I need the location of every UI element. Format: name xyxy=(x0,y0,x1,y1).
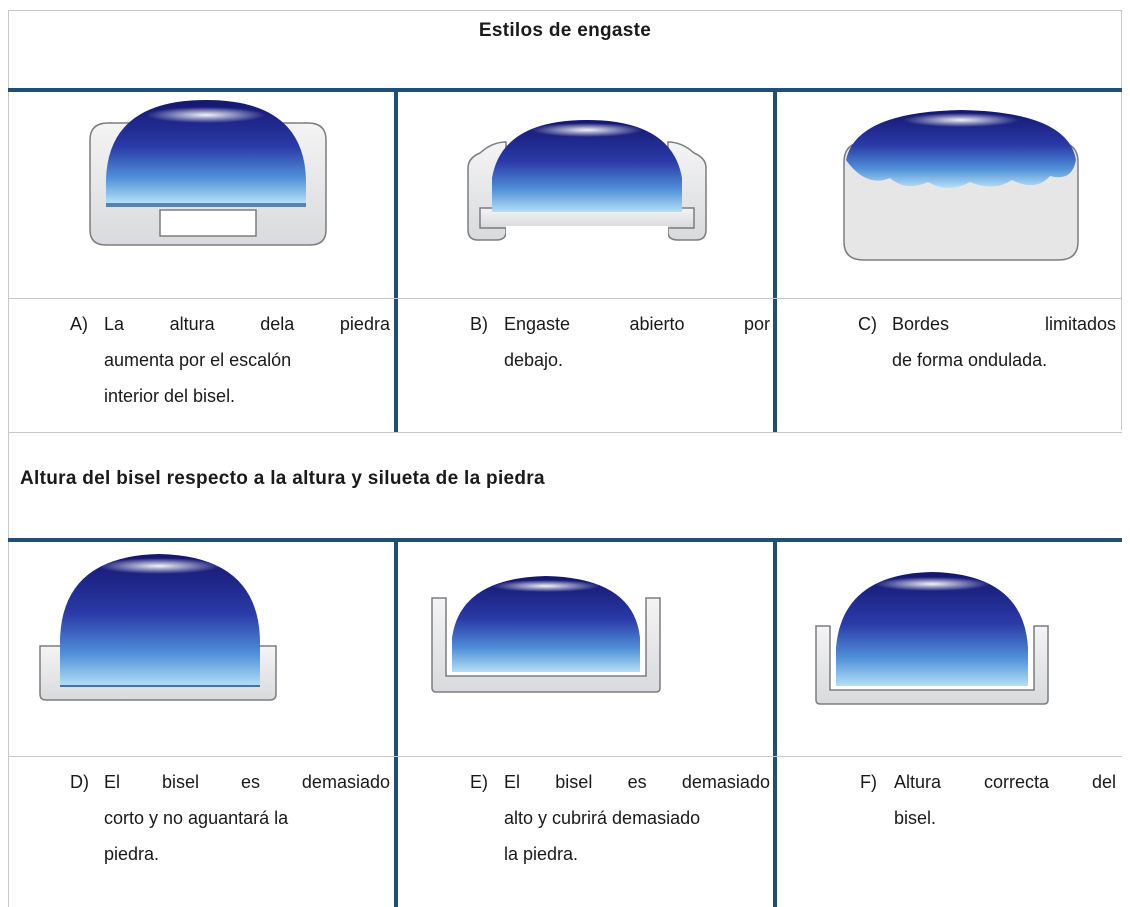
bezel-too-tall-icon xyxy=(412,548,680,696)
section-title-height: Altura del bisel respecto a la altura y … xyxy=(20,468,545,489)
caption-f: F) Altura correcta del bisel. xyxy=(860,772,1116,828)
caption-d: D) El bisel es demasiado corto y no agua… xyxy=(70,772,390,864)
bezel-stepped-icon xyxy=(78,95,338,255)
caption-a: A) La altura dela piedra aumenta por el … xyxy=(70,314,390,406)
bezel-wavy-edge-icon xyxy=(836,102,1086,264)
column-divider xyxy=(394,88,398,432)
bezel-correct-icon xyxy=(798,548,1066,716)
section-title-styles: Estilos de engaste xyxy=(478,20,652,41)
caption-b: B) Engaste abierto por debajo. xyxy=(470,314,770,370)
rule xyxy=(8,88,1122,92)
column-divider xyxy=(394,538,398,907)
caption-c: C) Bordes limitados de forma ondulada. xyxy=(858,314,1116,370)
bezel-too-short-icon xyxy=(26,548,292,716)
rule xyxy=(8,538,1122,542)
caption-e: E) El bisel es demasiado alto y cubrirá … xyxy=(470,772,770,864)
column-divider xyxy=(773,538,777,907)
bezel-open-bottom-icon xyxy=(462,108,712,248)
column-divider xyxy=(773,88,777,432)
